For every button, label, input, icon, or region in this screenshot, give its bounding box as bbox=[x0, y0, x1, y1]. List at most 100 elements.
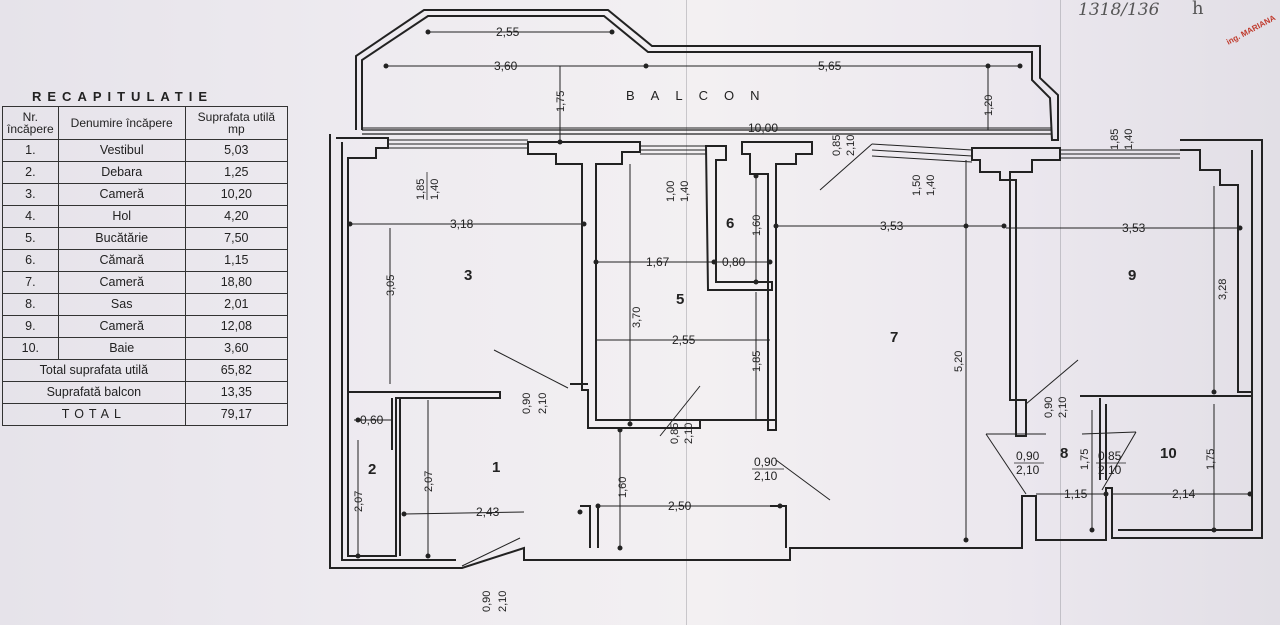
door-swing bbox=[493, 349, 569, 389]
dim-dot bbox=[577, 509, 583, 515]
paper-fold-line bbox=[1060, 0, 1061, 625]
dim-dot bbox=[1237, 225, 1243, 231]
total-util-label: Total suprafata utilă bbox=[2, 359, 186, 382]
dim-label: 3,60 bbox=[494, 59, 518, 73]
door-label: 0,85 bbox=[1098, 449, 1122, 463]
dim-dot bbox=[753, 173, 759, 179]
dim-dot bbox=[609, 29, 615, 35]
dim-dot bbox=[617, 427, 623, 433]
room-10-number: 10 bbox=[1160, 445, 1177, 462]
row-area: 10,20 bbox=[184, 183, 289, 206]
door-swing bbox=[659, 385, 701, 437]
row-area: 12,08 bbox=[184, 315, 289, 338]
exterior-wall bbox=[336, 137, 400, 557]
room-8-number: 8 bbox=[1060, 445, 1068, 462]
dim-dot bbox=[347, 221, 353, 227]
dim-label: 2,55 bbox=[496, 25, 520, 39]
door-label: 0,90 bbox=[481, 591, 493, 612]
wall-pier bbox=[704, 145, 773, 291]
dim-dot bbox=[1211, 389, 1217, 395]
dim-label: 0,80 bbox=[722, 255, 746, 269]
dim-label: 1,15 bbox=[1064, 487, 1088, 501]
dim-label: 1,75 bbox=[1205, 449, 1217, 470]
dim-label: 1,60 bbox=[751, 215, 763, 236]
door-label: 0,90 bbox=[521, 393, 533, 414]
dim-label: 2,07 bbox=[353, 491, 365, 512]
dim-label: 3,53 bbox=[880, 219, 904, 233]
dim-label: 5,65 bbox=[818, 59, 842, 73]
exterior-wall bbox=[1118, 150, 1253, 531]
room-6-number: 6 bbox=[726, 215, 734, 232]
room-3-number: 3 bbox=[464, 267, 472, 284]
dim-label: 2,43 bbox=[476, 505, 500, 519]
door-label: 2,10 bbox=[1016, 463, 1040, 477]
interior-wall bbox=[1099, 398, 1107, 480]
door-label: 0,90 bbox=[1043, 397, 1055, 418]
window-label: 1,40 bbox=[679, 181, 691, 202]
door-label: 0,85 bbox=[831, 135, 843, 156]
paper-fold-line bbox=[686, 0, 687, 625]
dim-dot bbox=[425, 553, 431, 559]
dim-dot bbox=[777, 503, 783, 509]
dim-label: 3,18 bbox=[450, 217, 474, 231]
dim-dot bbox=[963, 223, 969, 229]
dim-dot bbox=[767, 259, 773, 265]
window-label: 1,00 bbox=[665, 181, 677, 202]
dim-label: 3,70 bbox=[631, 307, 643, 328]
balcon-area-value: 13,35 bbox=[184, 381, 289, 404]
dim-dot bbox=[617, 545, 623, 551]
dim-dot bbox=[355, 553, 361, 559]
handwritten-initials: h bbox=[1192, 0, 1204, 19]
row-area: 4,20 bbox=[184, 205, 289, 228]
window-label: 1,85 bbox=[1109, 129, 1121, 150]
dim-label: 3,53 bbox=[1122, 221, 1146, 235]
dim-dot bbox=[1211, 527, 1217, 533]
dim-dot bbox=[773, 223, 779, 229]
dim-dot bbox=[643, 63, 649, 69]
dim-dot bbox=[401, 511, 407, 517]
row-name: Hol bbox=[57, 205, 186, 228]
dim-label: 2,55 bbox=[672, 333, 696, 347]
handwritten-reference: 1318/136 bbox=[1078, 0, 1160, 20]
door-label: 2,10 bbox=[845, 135, 857, 156]
row-area: 2,01 bbox=[184, 293, 289, 316]
recap-table: Nr. încăpere Denumire încăpere Suprafata… bbox=[2, 106, 289, 426]
dim-dot bbox=[963, 537, 969, 543]
dim-label: 1,75 bbox=[1079, 449, 1091, 470]
dim-dot bbox=[557, 139, 563, 145]
dim-label: 2,07 bbox=[423, 471, 435, 492]
room-2-number: 2 bbox=[368, 461, 376, 478]
door-label: 2,10 bbox=[1057, 397, 1069, 418]
door-label: 2,10 bbox=[754, 469, 778, 483]
room-5-number: 5 bbox=[676, 291, 684, 308]
door-label: 2,10 bbox=[683, 423, 695, 444]
door-swing bbox=[461, 537, 521, 567]
door-label: 0,85 bbox=[669, 423, 681, 444]
dim-dot bbox=[593, 259, 599, 265]
room-9-number: 9 bbox=[1128, 267, 1136, 284]
dim-line bbox=[403, 511, 525, 515]
balcon-area-label: Suprafată balcon bbox=[2, 381, 186, 404]
dim-label: 1,20 bbox=[983, 95, 995, 116]
dim-dot bbox=[1017, 63, 1023, 69]
dim-dot bbox=[1089, 527, 1095, 533]
dim-dot bbox=[711, 259, 717, 265]
exterior-wall bbox=[329, 134, 1263, 569]
dim-label: 1,85 bbox=[751, 351, 763, 372]
wall-pier bbox=[741, 141, 813, 431]
exterior-wall bbox=[1180, 149, 1252, 393]
dim-label: 10,00 bbox=[748, 121, 778, 135]
room-7-number: 7 bbox=[890, 329, 898, 346]
exterior-wall bbox=[341, 142, 456, 561]
row-area: 1,25 bbox=[184, 161, 289, 184]
recap-header-row: Nr. încăpere Denumire încăpere Suprafata… bbox=[2, 106, 289, 140]
dim-label: 3,28 bbox=[1217, 279, 1229, 300]
window bbox=[871, 143, 973, 163]
balcony-outline bbox=[355, 9, 1059, 141]
